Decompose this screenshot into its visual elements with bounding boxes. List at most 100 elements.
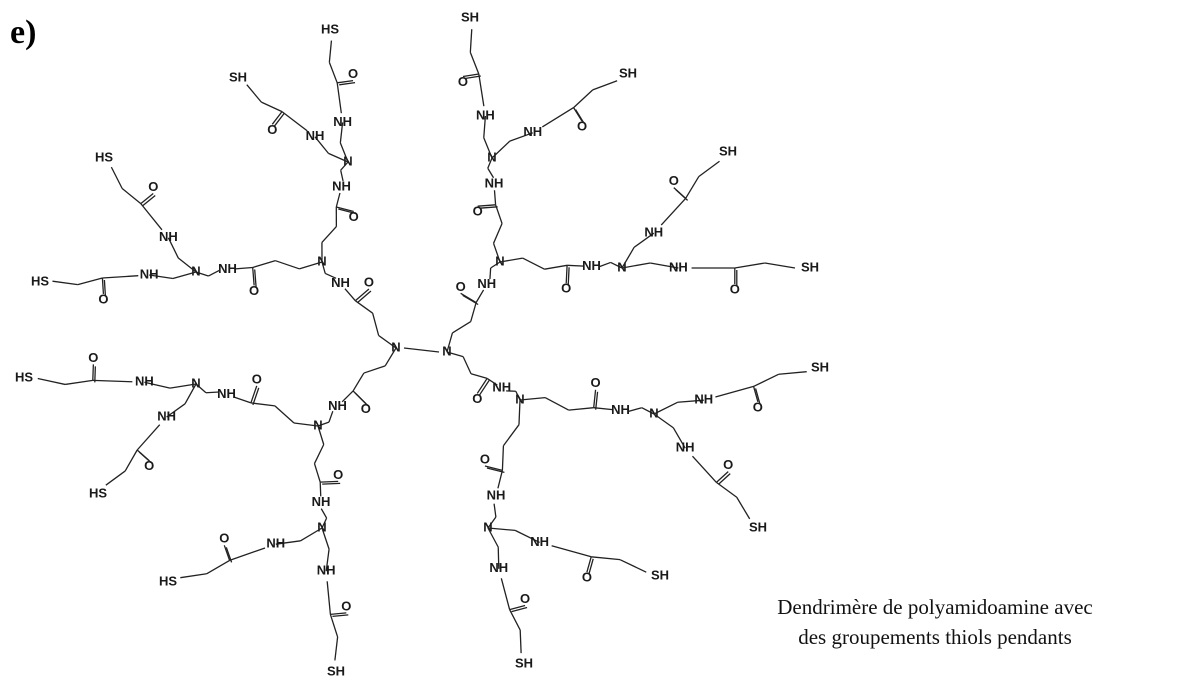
bond-line bbox=[500, 578, 511, 610]
bond-line bbox=[314, 136, 329, 154]
bond-line bbox=[195, 383, 207, 394]
panel-label: e) bbox=[10, 14, 37, 51]
bond-line bbox=[372, 313, 380, 336]
bond-line bbox=[522, 257, 545, 270]
carbonyl-oxygen-label: O bbox=[144, 458, 154, 473]
bond-line bbox=[509, 609, 521, 631]
bond-line bbox=[246, 84, 262, 103]
carbonyl-oxygen-label: O bbox=[458, 74, 468, 89]
carbonyl-bond bbox=[593, 389, 597, 408]
carbonyl-bond bbox=[225, 547, 233, 563]
bond-line bbox=[621, 246, 635, 269]
bond-line bbox=[493, 190, 497, 205]
bond-line bbox=[716, 481, 738, 498]
carbonyl-oxygen-label: O bbox=[361, 401, 371, 416]
carbonyl-oxygen-label: O bbox=[456, 279, 466, 294]
carbonyl-oxygen-label: O bbox=[561, 281, 571, 296]
carbonyl-bond bbox=[484, 465, 503, 472]
bond-line bbox=[275, 540, 301, 545]
bond-line bbox=[628, 407, 642, 412]
amide-nh-label: NH bbox=[217, 386, 236, 401]
bond-line bbox=[281, 111, 308, 132]
bond-line bbox=[519, 630, 522, 654]
carbonyl-bond bbox=[254, 269, 257, 288]
bond-line bbox=[487, 527, 499, 548]
carbonyl-bond bbox=[338, 208, 356, 215]
bond-line bbox=[497, 547, 500, 569]
bond-line bbox=[52, 280, 78, 286]
carbonyl-bond bbox=[588, 558, 594, 575]
bond-line bbox=[339, 142, 349, 163]
bond-line bbox=[462, 356, 472, 375]
bond-line bbox=[184, 383, 197, 405]
bond-line bbox=[487, 157, 493, 169]
amide-nh-label: NH bbox=[489, 560, 508, 575]
bond-line bbox=[340, 170, 344, 182]
bond-line bbox=[326, 581, 332, 615]
bond-line bbox=[486, 377, 498, 386]
thiol-label: HS bbox=[89, 485, 107, 500]
bond-line bbox=[446, 332, 454, 353]
bond-line bbox=[205, 391, 220, 394]
bond-line bbox=[320, 508, 328, 519]
bond-line bbox=[313, 444, 325, 464]
carbonyl-oxygen-label: O bbox=[252, 371, 262, 386]
bond-line bbox=[335, 192, 341, 208]
amide-nh-label: NH bbox=[694, 392, 713, 407]
carbonyl-oxygen-label: O bbox=[333, 467, 343, 482]
caption-line-2: des groupements thiols pendants bbox=[798, 625, 1072, 649]
core-bond bbox=[403, 347, 440, 353]
bond-line bbox=[293, 422, 319, 427]
bond-line bbox=[487, 167, 495, 179]
bond-line bbox=[502, 424, 520, 447]
caption: Dendrimère de polyamidoamine avec des gr… bbox=[700, 592, 1170, 652]
bond-line bbox=[37, 377, 66, 386]
bond-line bbox=[206, 559, 230, 575]
bond-line bbox=[275, 260, 300, 270]
caption-line-1: Dendrimère de polyamidoamine avec bbox=[777, 595, 1093, 619]
carbonyl-oxygen-label: O bbox=[472, 391, 482, 406]
bond-line bbox=[300, 527, 323, 542]
bond-line bbox=[653, 413, 674, 429]
carbonyl-bond bbox=[252, 267, 255, 286]
amide-nh-label: NH bbox=[157, 408, 176, 423]
carbonyl-bond bbox=[586, 556, 592, 573]
branch-nitrogen-label: N bbox=[649, 405, 658, 420]
carbonyl-oxygen-label: O bbox=[577, 119, 587, 134]
amide-nh-label: NH bbox=[644, 225, 663, 240]
branch-nitrogen-label: N bbox=[515, 391, 524, 406]
bond-line bbox=[110, 166, 123, 189]
core-nitrogen-label: N bbox=[391, 339, 400, 354]
thiol-label: SH bbox=[719, 143, 737, 158]
thiol-label: SH bbox=[619, 65, 637, 80]
bond-line bbox=[483, 115, 487, 138]
carbonyl-oxygen-label: O bbox=[473, 204, 483, 219]
amide-nh-label: NH bbox=[140, 266, 159, 281]
bond-line bbox=[336, 82, 342, 114]
carbonyl-oxygen-label: O bbox=[219, 531, 229, 546]
bond-line bbox=[778, 371, 807, 375]
bond-line bbox=[321, 226, 337, 243]
amide-nh-label: NH bbox=[492, 379, 511, 394]
branch-nitrogen-label: N bbox=[483, 519, 492, 534]
bond-line bbox=[261, 101, 283, 113]
bond-line bbox=[544, 397, 569, 411]
bond-line bbox=[325, 549, 330, 572]
bond-line bbox=[489, 267, 492, 280]
carbonyl-bond bbox=[356, 290, 372, 304]
carbonyl-bond bbox=[752, 386, 759, 402]
bond-line bbox=[166, 403, 186, 418]
amide-nh-label: NH bbox=[476, 107, 495, 122]
carbonyl-oxygen-label: O bbox=[364, 274, 374, 289]
carbonyl-bond bbox=[511, 606, 528, 613]
carbonyl-bond bbox=[573, 107, 583, 122]
bond-line bbox=[491, 140, 511, 159]
bond-line bbox=[274, 405, 295, 424]
thiol-label: SH bbox=[327, 663, 345, 678]
bond-line bbox=[313, 463, 321, 483]
bond-line bbox=[598, 261, 611, 268]
amide-nh-label: NH bbox=[333, 114, 352, 129]
bond-line bbox=[514, 529, 540, 543]
bond-line bbox=[672, 427, 686, 449]
carbonyl-bond bbox=[717, 473, 731, 485]
